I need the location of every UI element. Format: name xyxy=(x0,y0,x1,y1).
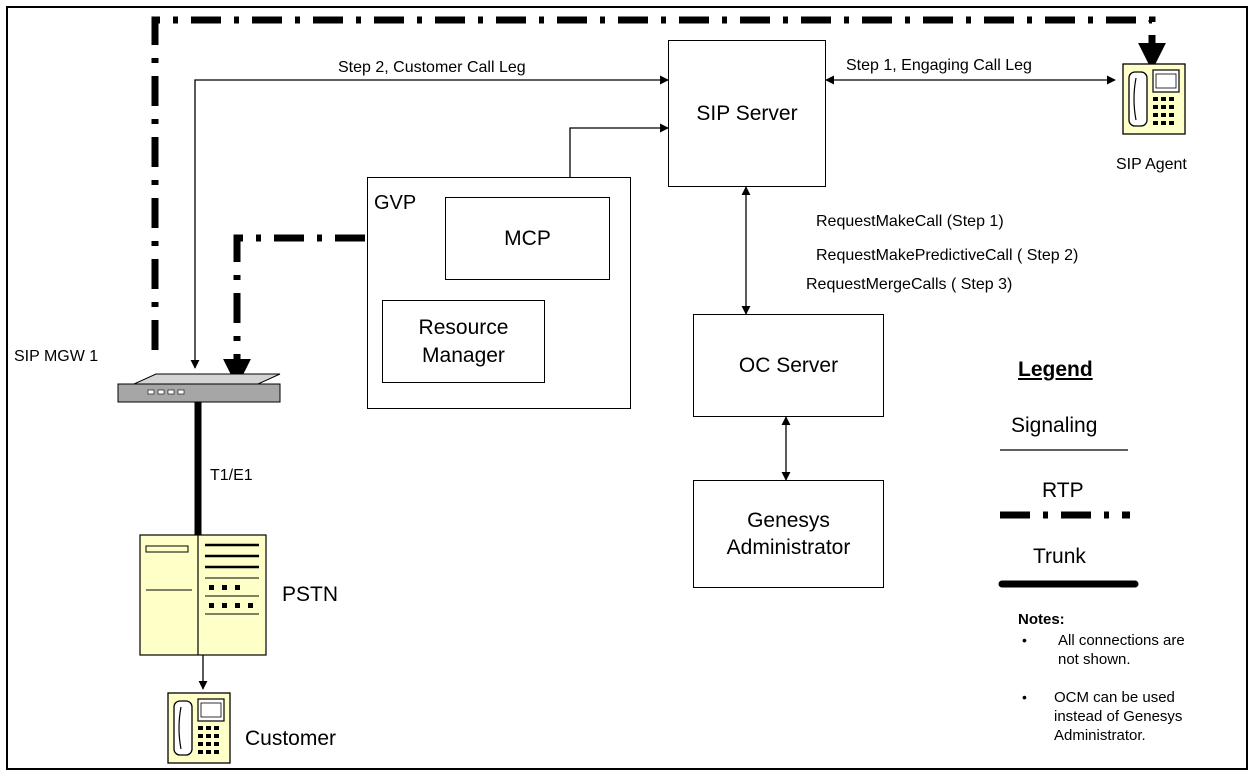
signal-step2 xyxy=(190,75,669,369)
trunk-label: T1/E1 xyxy=(210,467,253,484)
customer-phone-icon xyxy=(167,692,231,764)
sip-mgw-label: SIP MGW 1 xyxy=(14,348,99,365)
genesys-admin-box: Genesys Administrator xyxy=(693,480,884,588)
request-1: RequestMakeCall (Step 1) xyxy=(816,213,1004,230)
rtp-mgw-to-agent xyxy=(151,16,1166,350)
agent-phone-icon xyxy=(1122,63,1186,135)
diagram-frame xyxy=(6,6,1248,770)
request-2: RequestMakePredictiveCall ( Step 2) xyxy=(816,247,1079,264)
signal-sip-mcp xyxy=(565,123,669,198)
note-bullet-2: • xyxy=(1022,689,1027,705)
oc-server-label: OC Server xyxy=(738,353,839,377)
request-3: RequestMergeCalls ( Step 3) xyxy=(806,276,1013,293)
legend-signaling-label: Signaling xyxy=(1011,414,1098,437)
sip-agent-label: SIP Agent xyxy=(1116,156,1187,173)
oc-server-box: OC Server xyxy=(693,314,884,417)
sip-server-box: SIP Server xyxy=(668,40,826,187)
genesys-admin-label: Genesys Administrator xyxy=(726,508,851,559)
note-item-2: OCM can be used instead of Genesys Admin… xyxy=(1054,689,1183,744)
legend-rtp-label: RTP xyxy=(1042,479,1084,502)
mcp-box: MCP xyxy=(445,197,610,280)
mcp-label: MCP xyxy=(504,226,551,250)
note-bullet-1: • xyxy=(1022,632,1027,648)
legend-title: Legend xyxy=(1018,358,1093,381)
step1-label: Step 1, Engaging Call Leg xyxy=(846,57,1032,74)
pstn-label: PSTN xyxy=(282,583,339,606)
resource-manager-label: Resource Manager xyxy=(418,316,509,367)
resource-manager-box: Resource Manager xyxy=(382,300,545,383)
gateway-icon xyxy=(117,373,281,403)
legend-trunk-label: Trunk xyxy=(1033,545,1086,568)
note-item-1: All connections are not shown. xyxy=(1058,632,1185,668)
notes-title: Notes: xyxy=(1018,611,1065,628)
customer-label: Customer xyxy=(245,727,337,750)
pstn-icon xyxy=(139,534,267,656)
step2-label: Step 2, Customer Call Leg xyxy=(338,59,526,76)
gvp-label: GVP xyxy=(374,192,417,214)
sip-server-label: SIP Server xyxy=(696,101,798,125)
